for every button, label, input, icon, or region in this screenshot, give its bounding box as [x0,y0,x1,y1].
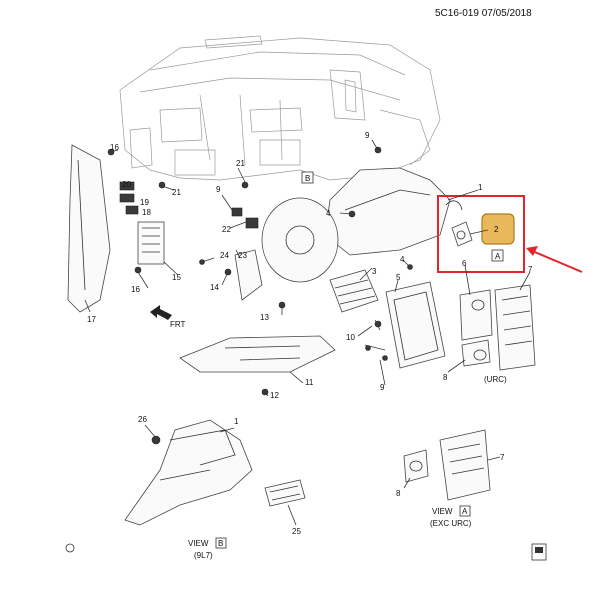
leader-lines [84,139,531,526]
svg-text:A: A [495,252,501,261]
callout-1-b: 1 [234,417,239,426]
left-trim-panel [67,144,111,313]
highlight-group [437,195,583,273]
urc-module [459,284,536,371]
callout-13: 13 [260,313,269,322]
callout-9-c: 9 [380,383,385,392]
callout-4-b: 4 [326,209,331,218]
callout-14: 14 [210,283,219,292]
switch-module [329,269,446,369]
callout-22: 22 [222,225,231,234]
callout-21-b: 21 [172,188,181,197]
callout-numbers: 1 2 3 4 5 6 7 8 9 10 11 12 13 14 15 16 1… [87,131,533,536]
center-fasteners [199,146,413,309]
box-letter-b: B [301,171,314,184]
callout-16: 16 [110,143,119,152]
box-letter-a: A [491,249,504,262]
callout-10: 10 [346,333,355,342]
callout-17: 17 [87,315,96,324]
callout-21: 21 [236,159,245,168]
callout-7: 7 [528,265,533,274]
callout-16-b: 16 [131,285,140,294]
steering-column-bezel [261,167,451,283]
document-code: 5C16-019 07/05/2018 [435,8,532,19]
copyright-mark [65,543,75,553]
left-switch-cluster [107,148,166,274]
callout-9: 9 [365,131,370,140]
callout-24: 24 [220,251,229,260]
front-arrow: FRT [150,305,186,329]
callout-7-b: 7 [500,453,505,462]
callout-15: 15 [172,273,181,282]
view-b-sub: (9L7) [194,551,213,560]
view-a-letter: A [462,507,468,516]
gm-logo [531,543,547,561]
callout-8: 8 [443,373,448,382]
callout-6: 6 [462,259,467,268]
callout-12: 12 [270,391,279,400]
view-a-title: VIEW [432,507,453,516]
highlight-box [437,195,525,273]
svg-text:B: B [305,174,310,183]
callout-4: 4 [400,255,405,264]
instrument-panel-outline [119,35,441,181]
callout-8-b: 8 [396,489,401,498]
svg-text:(URC): (URC) [484,375,507,384]
view-a-detail [403,429,491,501]
view-b-title: VIEW [188,539,209,548]
highlight-arrow [529,249,583,273]
callout-5: 5 [396,273,401,282]
view-a-urc-label: (URC) [484,375,507,384]
callout-23: 23 [238,251,247,260]
view-a-label: VIEW A (EXC URC) [430,505,472,528]
callout-11: 11 [305,378,314,387]
view-a-sub: (EXC URC) [430,519,472,528]
view-b-detail [124,419,306,526]
view-b-letter: B [218,539,223,548]
view-b-label: VIEW B (9L7) [188,537,227,560]
callout-9-b: 9 [216,185,221,194]
callout-2: 2 [494,225,499,234]
callout-18: 18 [142,208,151,217]
front-label: FRT [170,320,186,329]
callout-19: 19 [140,198,149,207]
callout-20: 20 [122,180,131,189]
callout-25: 25 [292,527,301,536]
highlighted-part-2 [481,213,515,245]
callout-1: 1 [478,183,483,192]
callout-3: 3 [372,267,377,276]
callout-26: 26 [138,415,147,424]
